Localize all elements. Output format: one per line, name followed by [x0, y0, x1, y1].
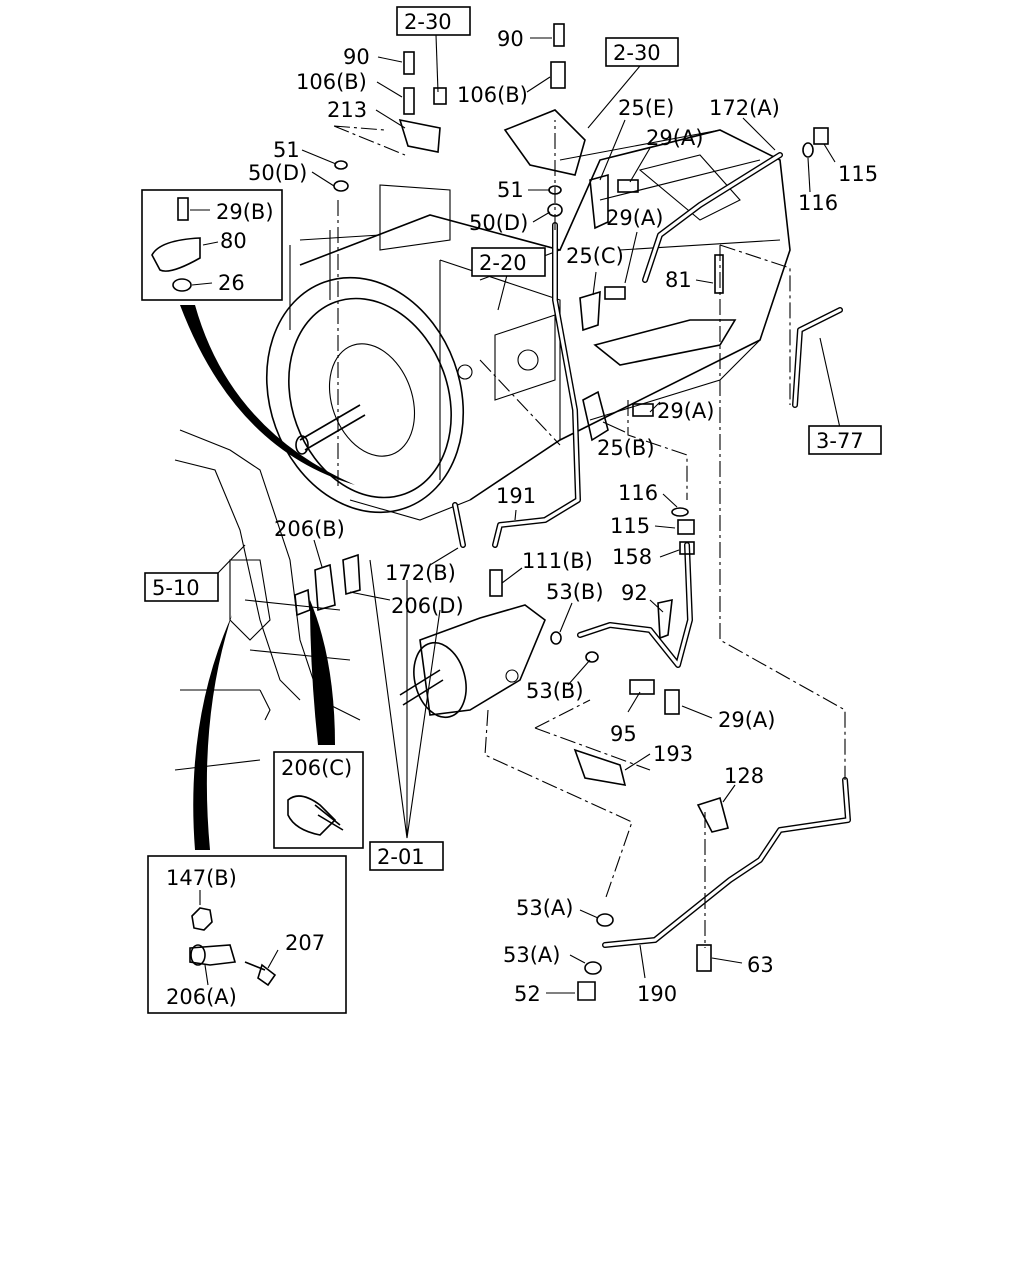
label-25b: 25(B) [597, 436, 655, 460]
label-92: 92 [621, 581, 648, 605]
label-25e: 25(E) [618, 96, 674, 120]
callout-arcs [180, 305, 355, 850]
leader-lines [217, 34, 841, 994]
label-53b-1: 53(B) [546, 580, 604, 604]
label-29a-4: 29(A) [718, 708, 775, 732]
label-106b-left: 106(B) [296, 70, 367, 94]
ref-box-2-20: 2-20 [479, 251, 527, 275]
inset-clamp-detail: 29(B) 80 26 [141, 189, 283, 301]
label-116-top: 116 [798, 191, 838, 215]
ref-box-5-10: 5-10 [152, 576, 200, 600]
label-53a-1: 53(A) [516, 896, 573, 920]
label-90-left: 90 [343, 45, 370, 69]
ref-box-3-77: 3-77 [816, 429, 864, 453]
label-111b: 111(B) [522, 549, 593, 573]
label-29a-2: 29(A) [606, 206, 663, 230]
label-50d-left: 50(D) [248, 161, 307, 185]
label-90-right: 90 [497, 27, 524, 51]
label-63: 63 [747, 953, 774, 977]
label-115-top: 115 [838, 162, 878, 186]
label-29a-1: 29(A) [646, 126, 703, 150]
ref-box-2-30-top: 2-30 [404, 10, 452, 34]
part-labels: 90 106(B) 213 51 50(D) 90 106(B) 25(E) 1… [248, 27, 878, 1006]
label-115-mid: 115 [610, 514, 650, 538]
ref-box-2-30-right: 2-30 [613, 41, 661, 65]
label-52: 52 [514, 982, 541, 1006]
label-191: 191 [496, 484, 536, 508]
label-95: 95 [610, 722, 637, 746]
label-172a: 172(A) [709, 96, 780, 120]
label-29a-3: 29(A) [657, 399, 714, 423]
slave-cylinder [399, 604, 546, 719]
inset-label-147b: 147(B) [166, 866, 237, 890]
pipes [452, 152, 851, 948]
label-193: 193 [653, 742, 693, 766]
label-81: 81 [665, 268, 692, 292]
inset-label-206c: 206(C) [281, 756, 352, 780]
label-51-right: 51 [497, 178, 524, 202]
label-25c: 25(C) [566, 244, 624, 268]
section-refs: 2-30 2-30 2-20 3-77 5-10 2-01 [144, 6, 882, 871]
inset-label-80: 80 [220, 229, 247, 253]
label-206b: 206(B) [274, 517, 345, 541]
label-158: 158 [612, 545, 652, 569]
inset-label-206a: 206(A) [166, 985, 237, 1009]
ref-box-2-01: 2-01 [377, 845, 425, 869]
inset-label-207: 207 [285, 931, 325, 955]
assembly-lines [333, 120, 846, 948]
inset-206c-detail: 206(C) [273, 751, 364, 849]
label-50d-right: 50(D) [469, 211, 528, 235]
label-53a-2: 53(A) [503, 943, 560, 967]
label-128: 128 [724, 764, 764, 788]
label-190: 190 [637, 982, 677, 1006]
label-213: 213 [327, 98, 367, 122]
label-51-left: 51 [273, 138, 300, 162]
label-172b: 172(B) [385, 561, 456, 585]
inset-label-29b: 29(B) [216, 200, 274, 224]
inset-206a-detail: 147(B) 207 206(A) [147, 855, 347, 1014]
inset-label-26: 26 [218, 271, 245, 295]
label-53b-2: 53(B) [526, 679, 584, 703]
label-116-mid: 116 [618, 481, 658, 505]
label-106b-right: 106(B) [457, 83, 528, 107]
label-206d: 206(D) [391, 594, 464, 618]
